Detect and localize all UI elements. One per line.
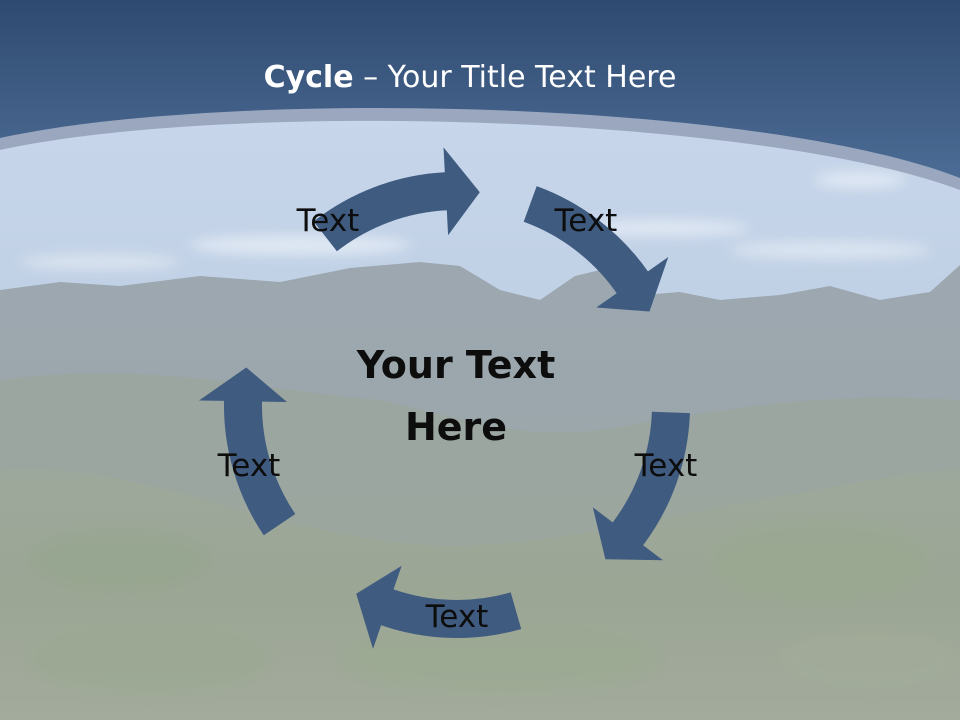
banner-band-dark bbox=[0, 0, 960, 178]
cycle-node-label-4: Text bbox=[217, 448, 281, 484]
center-text-line-1: Your Text bbox=[356, 343, 555, 387]
curved-arrow-icon-1 bbox=[313, 147, 480, 252]
cycle-node-label-1: Text bbox=[554, 203, 618, 239]
curved-arrow-icon-2 bbox=[523, 186, 669, 312]
curved-arrow-icon-3 bbox=[592, 411, 690, 561]
cycle-node-label-2: Text bbox=[634, 448, 698, 484]
clouds bbox=[20, 172, 930, 269]
title-rest: – Your Title Text Here bbox=[354, 60, 677, 95]
cycle-node-label-5: Text bbox=[296, 203, 360, 239]
title-banner bbox=[0, 0, 960, 190]
curved-arrow-icon-4 bbox=[356, 565, 522, 649]
center-text-line-2: Here bbox=[405, 405, 507, 449]
cycle-arrows bbox=[199, 147, 690, 649]
slide-title: Cycle – Your Title Text Here bbox=[264, 60, 677, 95]
title-bold: Cycle bbox=[264, 60, 354, 95]
vegetation-texture bbox=[30, 520, 960, 695]
curved-arrow-icon-5 bbox=[199, 367, 296, 536]
cycle-node-labels: Text Text Text Text Text bbox=[217, 203, 698, 635]
cycle-node-label-3: Text bbox=[425, 599, 489, 635]
